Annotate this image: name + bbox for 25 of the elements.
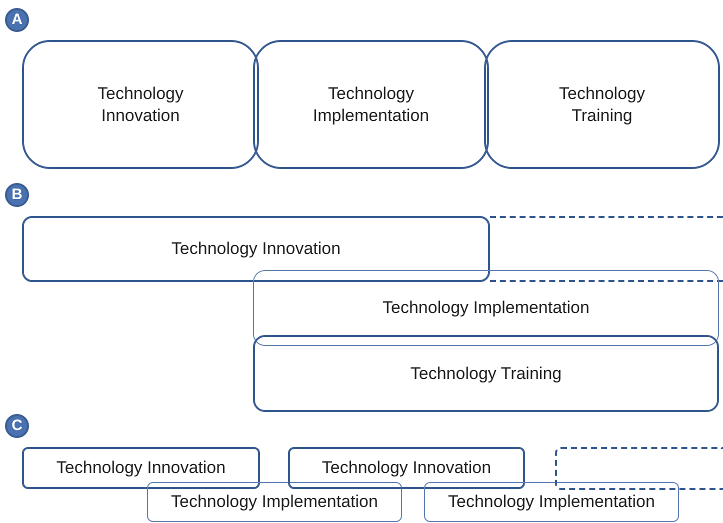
box-label: Technology Implementation [171, 491, 378, 513]
letter-badge: B [5, 183, 29, 207]
rounded-box [253, 270, 719, 346]
box-label: Technology Training [410, 362, 562, 384]
box-label: Technology Innovation [96, 82, 184, 126]
rounded-box [22, 216, 490, 282]
rounded-box [424, 482, 679, 522]
box-label: Technology Training [558, 82, 646, 126]
dashed-box [555, 447, 723, 490]
rounded-box [253, 40, 489, 169]
box-label: Technology Implementation [448, 491, 655, 513]
dashed-extension [490, 216, 723, 282]
rounded-box [22, 447, 260, 489]
rounded-box [147, 482, 402, 522]
box-label: Technology Innovation [171, 238, 341, 260]
letter-badge: A [5, 8, 29, 32]
box-label: Technology Implementation [382, 297, 590, 319]
letter-badge: C [5, 414, 29, 438]
rounded-box [288, 447, 525, 489]
box-label: Technology Implementation [312, 82, 430, 126]
rounded-box [484, 40, 720, 169]
box-label: Technology Innovation [322, 457, 492, 479]
rounded-box [253, 335, 719, 412]
rounded-box [22, 40, 259, 169]
box-label: Technology Innovation [56, 457, 226, 479]
